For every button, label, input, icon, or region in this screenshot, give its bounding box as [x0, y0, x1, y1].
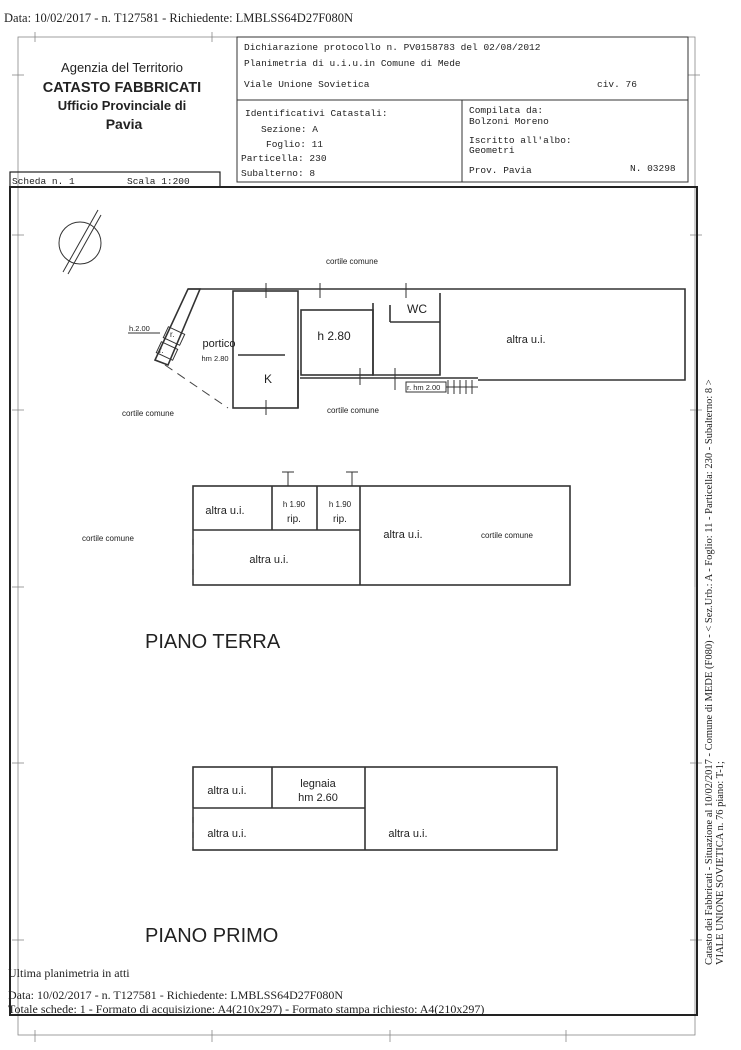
- agency-office: Ufficio Provinciale di: [58, 98, 187, 113]
- civic-number: civ. 76: [597, 79, 637, 90]
- label-cortile-comune: cortile comune: [327, 406, 380, 415]
- label-altra-ui: altra u.i.: [207, 828, 246, 840]
- iscritto-label: Iscritto all'albo:: [469, 135, 572, 146]
- label-wc: WC: [407, 302, 427, 316]
- label-r: r.: [170, 330, 174, 339]
- agency-catasto: CATASTO FABBRICATI: [43, 80, 201, 96]
- first-floor-title: PIANO PRIMO: [145, 925, 278, 947]
- footer-format-line: Totale schede: 1 - Formato di acquisizio…: [8, 1002, 484, 1016]
- address: Viale Unione Sovietica: [244, 79, 370, 90]
- compilata-name: Bolzoni Moreno: [469, 116, 549, 127]
- agency-province: Pavia: [106, 116, 143, 132]
- first-floor-plan: altra u.i. legnaia hm 2.60 altra u.i. al…: [192, 766, 558, 851]
- label-h200: h.2.00: [129, 324, 150, 333]
- ground-floor-annex-plan: cortile comune altra u.i. h 1.90 rip. h …: [82, 471, 571, 586]
- label-kitchen: K: [264, 372, 272, 386]
- label-cortile-comune: cortile comune: [122, 409, 175, 418]
- dichiarazione-protocollo: Dichiarazione protocollo n. PV0158783 de…: [244, 42, 541, 53]
- planimetria-comune: Planimetria di u.i.u.in Comune di Mede: [244, 58, 461, 69]
- label-cortile-comune: cortile comune: [481, 531, 534, 540]
- registration-number: N. 03298: [630, 163, 676, 174]
- label-altra-ui: altra u.i.: [205, 505, 244, 517]
- label-altra-ui: altra u.i.: [207, 785, 246, 797]
- label-altra-ui: altra u.i.: [249, 554, 288, 566]
- ground-floor-labels: cortile comune WC h 2.80 altra u.i. port…: [122, 257, 546, 418]
- province: Prov. Pavia: [469, 165, 532, 176]
- scheda-number: Scheda n. 1: [12, 176, 75, 187]
- side-text-line1: Catasto dei Fabbricati - Situazione al 1…: [704, 379, 715, 965]
- label-cortile-comune: cortile comune: [326, 257, 379, 266]
- footer-ultima-planimetria: Ultima planimetria in atti: [8, 966, 130, 980]
- label-ripostiglio: rip.: [287, 514, 301, 525]
- agency-name: Agenzia del Territorio: [61, 60, 183, 75]
- label-rip-height: h 1.90: [283, 500, 306, 509]
- ground-floor-title: PIANO TERRA: [145, 631, 281, 653]
- label-rip-height: h 1.90: [329, 500, 352, 509]
- label-legnaia: legnaia: [300, 778, 336, 790]
- scale: Scala 1:200: [127, 176, 190, 187]
- main-frame: [9, 186, 698, 1016]
- sezione: Sezione: A: [261, 124, 318, 135]
- foglio: Foglio: 11: [266, 139, 323, 150]
- label-ripostiglio: rip.: [333, 514, 347, 525]
- label-cortile-comune: cortile comune: [82, 534, 135, 543]
- label-r-hm: r. hm 2.00: [407, 383, 440, 392]
- side-situation-text: Catasto dei Fabbricati - Situazione al 1…: [704, 379, 726, 965]
- top-request-line: Data: 10/02/2017 - n. T127581 - Richiede…: [4, 11, 353, 25]
- label-r: r.: [159, 346, 163, 355]
- ground-floor-main-plan: [128, 283, 686, 415]
- footer-request-line: Data: 10/02/2017 - n. T127581 - Richiede…: [8, 988, 343, 1002]
- side-text-line2: VIALE UNIONE SOVIETICA n. 76 piano: T-1;: [715, 761, 726, 965]
- frame-ticks: [12, 32, 702, 1042]
- label-portico-height: hm 2.80: [201, 354, 228, 363]
- label-altra-ui: altra u.i.: [383, 529, 422, 541]
- subalterno: Subalterno: 8: [241, 168, 315, 179]
- compilata-label: Compilata da:: [469, 105, 543, 116]
- iscritto-value: Geometri: [469, 145, 515, 156]
- identificativi-label: Identificativi Catastali:: [245, 108, 388, 119]
- label-height: h 2.80: [317, 329, 351, 343]
- agency-block: Agenzia del Territorio CATASTO FABBRICAT…: [43, 60, 201, 132]
- north-arrow-icon: [58, 209, 102, 275]
- particella: Particella: 230: [241, 153, 327, 164]
- label-legnaia-height: hm 2.60: [298, 792, 338, 804]
- label-altra-ui: altra u.i.: [506, 334, 545, 346]
- declaration-header: Dichiarazione protocollo n. PV0158783 de…: [236, 36, 689, 183]
- label-portico: portico: [202, 338, 235, 350]
- label-altra-ui: altra u.i.: [388, 828, 427, 840]
